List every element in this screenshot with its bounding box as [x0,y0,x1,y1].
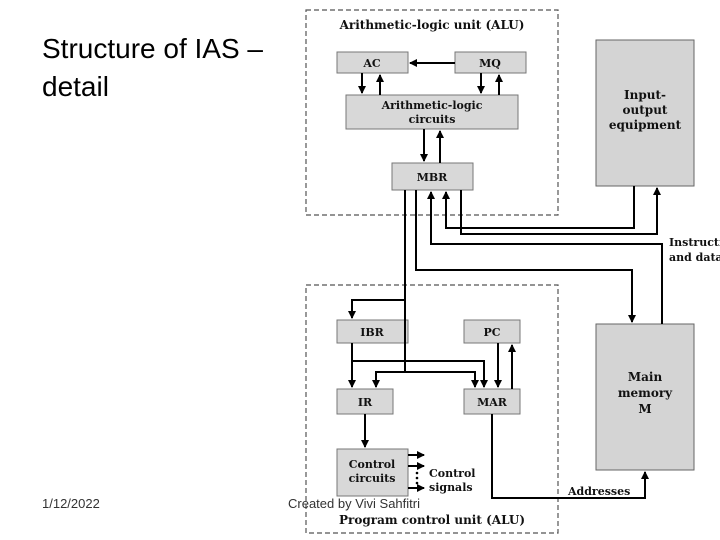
control-circuits-label-line2: circuits [349,472,396,485]
control-circuits [336,448,409,497]
io-label-line1: Input- [624,88,666,102]
instructions-data-label-line2: and data [669,251,720,264]
arithmetic-logic-circuits [345,94,519,130]
ac-register [336,51,409,74]
slide-title: Structure of IAS – detail [42,30,302,106]
mbr-to-io-wire [460,187,661,235]
slide-title-line2: detail [42,71,109,102]
mbr-to-mar-wire [405,371,479,388]
main-memory-label-line3: M [638,402,651,416]
slide-title-line1: Structure of IAS – [42,33,263,64]
ellipsis-dot [415,481,419,485]
pc-label: PC [483,326,500,339]
instructions-data-label-line1: Instructio [669,236,720,249]
ibr-register [336,319,409,344]
mbr-to-ir-wire [372,300,406,388]
mbr-register [391,162,474,191]
memory-to-mbr-wire [427,191,663,324]
ellipsis-dot [415,476,419,480]
mbr-to-memory-wire [415,190,636,323]
mar-label: MAR [477,396,508,409]
mar-register [463,388,521,415]
io-label-line3: equipment [609,118,682,132]
control-signals-label-line2: signals [429,481,473,494]
pc-register [463,319,521,344]
ibr-label: IBR [360,326,384,339]
ir-label: IR [358,396,373,409]
io-to-mbr-wire [442,186,635,229]
ac-label: AC [362,57,381,70]
addresses-label: Addresses [567,485,630,498]
control-signals-label-line1: Control [429,467,475,480]
main-memory-label-line1: Main [628,370,663,384]
footer-credit: Created by Vivi Sahfitri [288,496,420,511]
input-output-equipment [595,39,695,187]
footer-date: 1/12/2022 [42,496,100,511]
mq-label: MQ [479,57,501,70]
mar-to-memory-wire [491,414,649,499]
io-label-line2: output [623,103,668,117]
alu-region [305,9,559,216]
ir-register [336,388,394,415]
program-control-region [305,284,559,534]
pcu-title: Program control unit (ALU) [339,513,525,527]
main-memory [595,323,695,471]
ellipsis-dot [415,471,419,475]
control-circuits-label-line1: Control [349,458,395,471]
mbr-label: MBR [417,171,448,184]
alc-label-line2: circuits [409,113,456,126]
alc-label-line1: Arithmetic-logic [381,99,483,112]
alu-title: Arithmetic-logic unit (ALU) [339,18,525,32]
main-memory-label-line2: memory [618,386,673,400]
ibr-to-mar-wire [352,360,488,388]
mbr-to-ibr-wire [348,190,406,319]
